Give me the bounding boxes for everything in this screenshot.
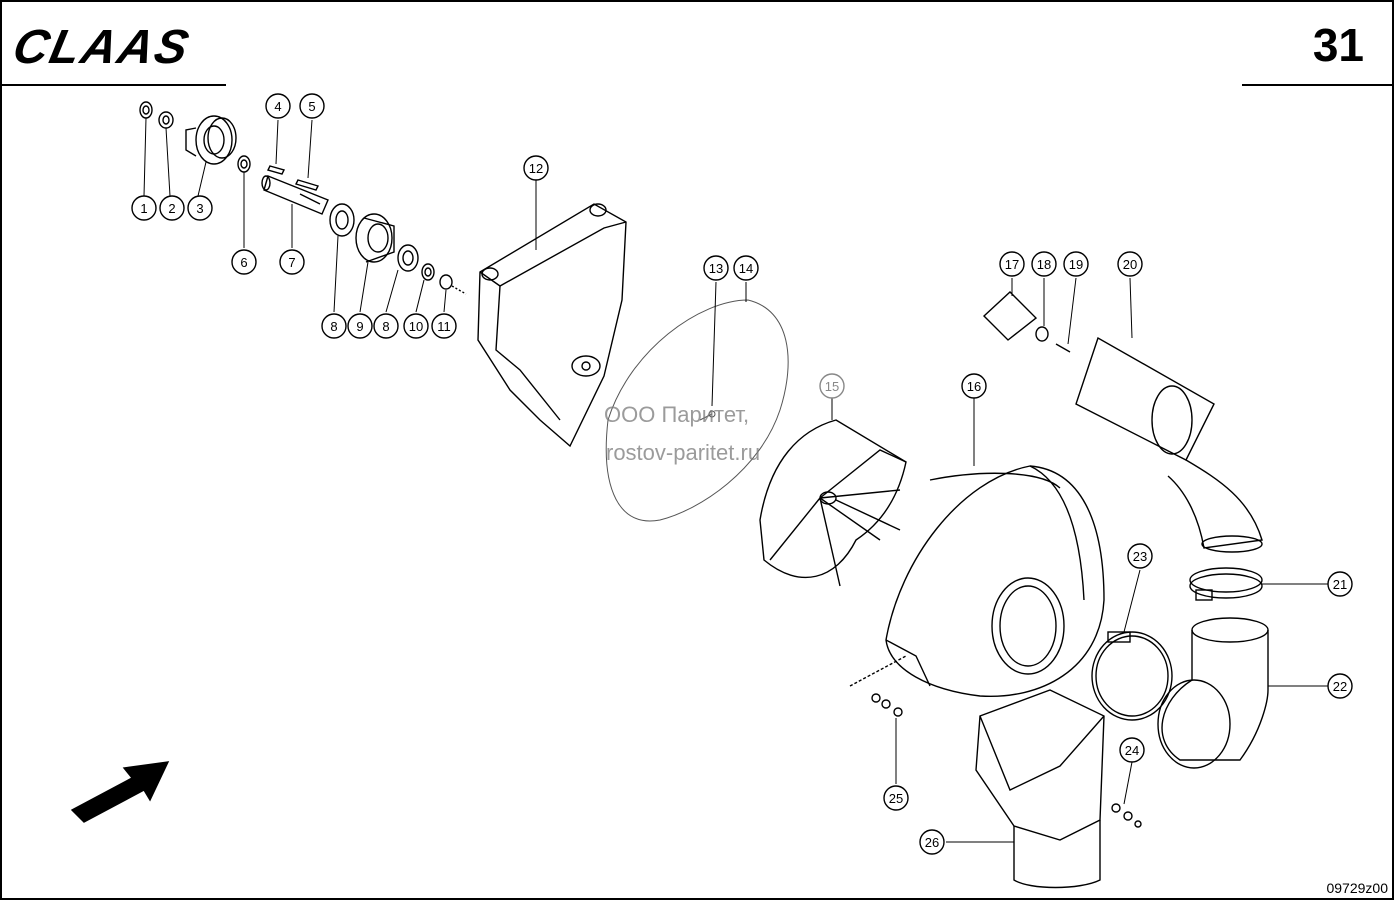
part-17-plate [982,291,1038,341]
callout-8b-label: 8 [382,319,389,334]
callout-13-label: 13 [709,261,723,276]
callout-21-label: 21 [1333,577,1347,592]
part-2-washer [158,111,174,129]
callout-3: 3 [187,195,213,221]
page-number: 31 [1312,19,1364,71]
callout-17-label: 17 [1005,257,1019,272]
callout-8b: 8 [373,313,399,339]
part-8-bearing [329,203,355,237]
watermark-line-2: rostov-paritet.ru [606,440,761,465]
callout-15-label: 15 [825,379,839,394]
part-9-flange [355,213,395,263]
part-8-bearing-2 [397,244,419,272]
callout-26: 26 [919,829,945,855]
callout-5-label: 5 [308,99,315,114]
callout-10-label: 10 [409,319,423,334]
callout-16-label: 16 [967,379,981,394]
callout-8-label: 8 [330,319,337,334]
callout-11-label: 11 [437,319,451,334]
callout-6-label: 6 [240,255,247,270]
part-24-fasteners [1111,803,1142,828]
callout-12: 12 [523,155,549,181]
part-19-bolt [1055,343,1071,353]
callout-1-label: 1 [140,201,147,216]
callout-22: 22 [1327,673,1353,699]
callout-18: 18 [1031,251,1057,277]
callout-group: 1 2 3 4 5 6 7 8 9 8 10 11 12 13 14 15 16… [131,93,1353,855]
part-11-circlip [439,274,453,290]
header-rule-left [0,84,226,86]
callout-16: 16 [961,373,987,399]
callout-20: 20 [1117,251,1143,277]
callout-3-label: 3 [196,201,203,216]
part-16-fan-housing [885,465,1105,698]
direction-arrow-icon [70,761,170,823]
part-5-key [295,179,319,191]
callout-2: 2 [159,195,185,221]
callout-24-label: 24 [1125,743,1139,758]
callout-6: 6 [231,249,257,275]
watermark-line-1: ООО Паритет, [604,402,750,427]
callout-10: 10 [403,313,429,339]
callout-1: 1 [131,195,157,221]
part-3-pulley [185,115,237,165]
callout-21: 21 [1327,571,1353,597]
drawing-code: 09729z00 [1326,880,1388,896]
callout-7-label: 7 [288,255,295,270]
part-10-spacer [421,263,435,281]
part-25-fasteners [849,655,907,717]
callout-20-label: 20 [1123,257,1137,272]
part-14-back-plate [605,299,789,522]
callout-14-label: 14 [739,261,753,276]
part-6-ring [237,155,251,173]
part-20-elbow [1075,336,1263,553]
part-15-impeller [759,419,907,587]
callout-14: 14 [733,255,759,281]
part-12-bracket [477,203,627,448]
part-21-clamp [1189,567,1263,601]
part-26-outlet [975,689,1105,889]
callout-11: 11 [431,313,457,339]
callout-15: 15 [819,373,845,399]
callout-4-label: 4 [274,99,281,114]
callout-25: 25 [883,785,909,811]
callout-26-label: 26 [925,835,939,850]
callout-24: 24 [1119,737,1145,763]
header-rule-right [1242,84,1392,86]
callout-18-label: 18 [1037,257,1051,272]
part-18-washer [1035,326,1049,342]
callout-19-label: 19 [1069,257,1083,272]
callout-4: 4 [265,93,291,119]
callout-23-label: 23 [1133,549,1147,564]
callout-22-label: 22 [1333,679,1347,694]
part-22-elbow [1157,617,1269,769]
part-23-clamp [1091,631,1173,721]
part-7-shaft [261,175,329,215]
callout-9: 9 [347,313,373,339]
callout-8: 8 [321,313,347,339]
callout-12-label: 12 [529,161,543,176]
part-1-nut [139,101,153,119]
callout-23: 23 [1127,543,1153,569]
callout-13: 13 [703,255,729,281]
callout-17: 17 [999,251,1025,277]
callout-9-label: 9 [356,319,363,334]
callout-25-label: 25 [889,791,903,806]
callout-2-label: 2 [168,201,175,216]
callout-5: 5 [299,93,325,119]
leader-lines [143,117,1328,843]
part-4-key [266,165,286,175]
callout-19: 19 [1063,251,1089,277]
callout-7: 7 [279,249,305,275]
